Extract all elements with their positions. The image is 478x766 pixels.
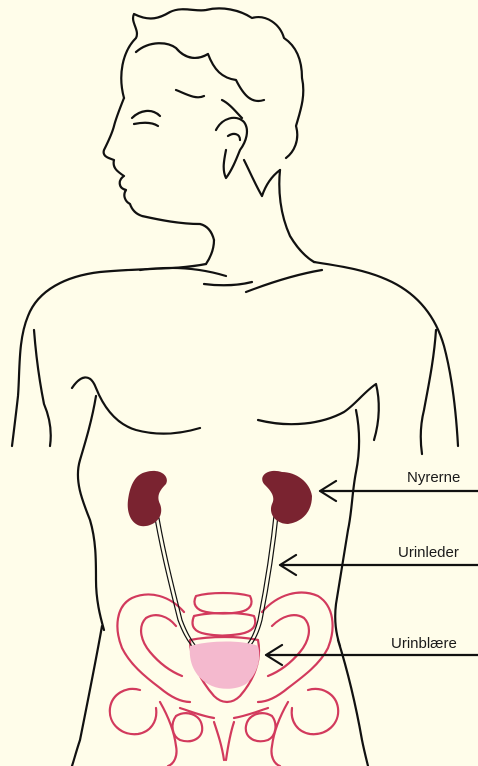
label-ureter: Urinleder [398, 545, 459, 561]
label-bladder: Urinblære [391, 636, 457, 652]
label-kidneys: Nyrerne [407, 470, 460, 486]
